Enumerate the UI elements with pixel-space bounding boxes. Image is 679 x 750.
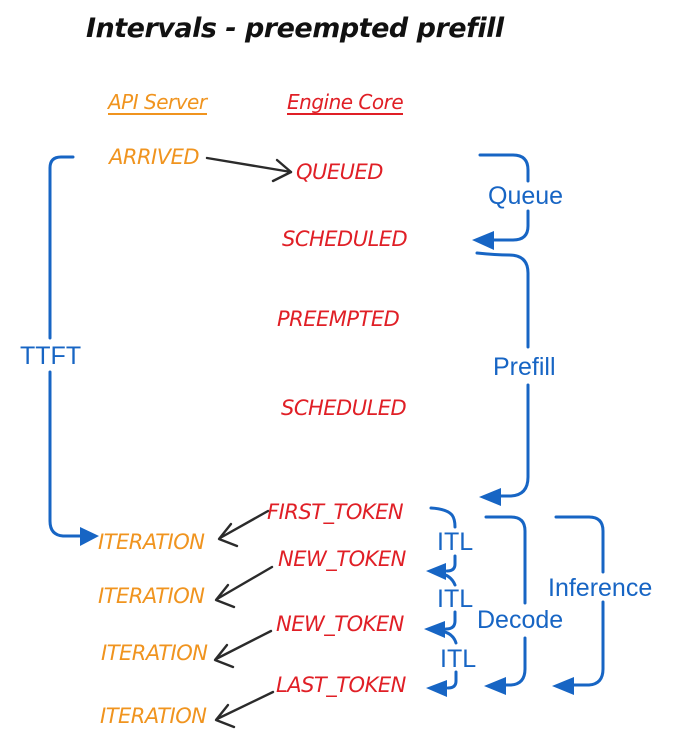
ttft-bracket (48, 155, 82, 538)
column-header-api-server: API Server (108, 90, 207, 115)
itl-arrowhead-1 (426, 563, 446, 580)
queue-arrowhead (472, 231, 494, 250)
event-last-token: LAST_TOKEN (276, 673, 406, 697)
event-scheduled-1: SCHEDULED (282, 227, 408, 251)
itl-bracket-2 (437, 571, 457, 631)
prefill-arrowhead (479, 488, 501, 506)
itl-arrowhead-3 (426, 680, 447, 697)
itl-bracket-3 (439, 629, 458, 690)
itl-bracket-1 (429, 506, 457, 573)
itl-arrowhead-2 (424, 621, 445, 638)
interval-label-itl-3: ITL (440, 645, 477, 673)
new-token2-to-iteration-arrow (213, 629, 273, 669)
interval-label-itl-2: ITL (437, 585, 474, 613)
event-iteration-4: ITERATION (100, 704, 207, 728)
diagram-title: Intervals - preempted prefill (86, 13, 504, 44)
event-scheduled-2: SCHEDULED (281, 396, 407, 420)
interval-label-itl-1: ITL (437, 528, 474, 556)
event-queued: QUEUED (296, 160, 383, 184)
inference-bracket (554, 515, 605, 687)
event-first-token: FIRST_TOKEN (267, 500, 404, 524)
event-iteration-3: ITERATION (101, 641, 208, 665)
interval-label-queue: Queue (488, 182, 564, 210)
event-iteration-2: ITERATION (98, 584, 205, 608)
column-header-engine-core: Engine Core (287, 90, 404, 115)
interval-label-inference: Inference (548, 574, 653, 602)
new-token1-to-iteration-arrow (214, 565, 274, 609)
inference-arrowhead (552, 677, 574, 695)
event-arrived: ARRIVED (109, 145, 200, 169)
event-iteration-1: ITERATION (98, 530, 205, 554)
ttft-arrowhead (80, 527, 99, 546)
first-token-to-iteration-arrow (217, 509, 270, 548)
prefill-bracket (475, 251, 530, 498)
interval-label-ttft: TTFT (20, 342, 82, 370)
decode-arrowhead (484, 677, 506, 695)
last-token-to-iteration-arrow (214, 690, 275, 729)
queue-bracket (478, 153, 530, 242)
event-new-token-2: NEW_TOKEN (276, 612, 404, 636)
arrived-to-queued-arrow (205, 156, 293, 183)
interval-label-prefill: Prefill (493, 353, 556, 381)
event-new-token-1: NEW_TOKEN (278, 547, 406, 571)
event-preempted: PREEMPTED (277, 307, 400, 331)
interval-label-decode: Decode (477, 606, 564, 634)
decode-bracket (484, 515, 527, 687)
